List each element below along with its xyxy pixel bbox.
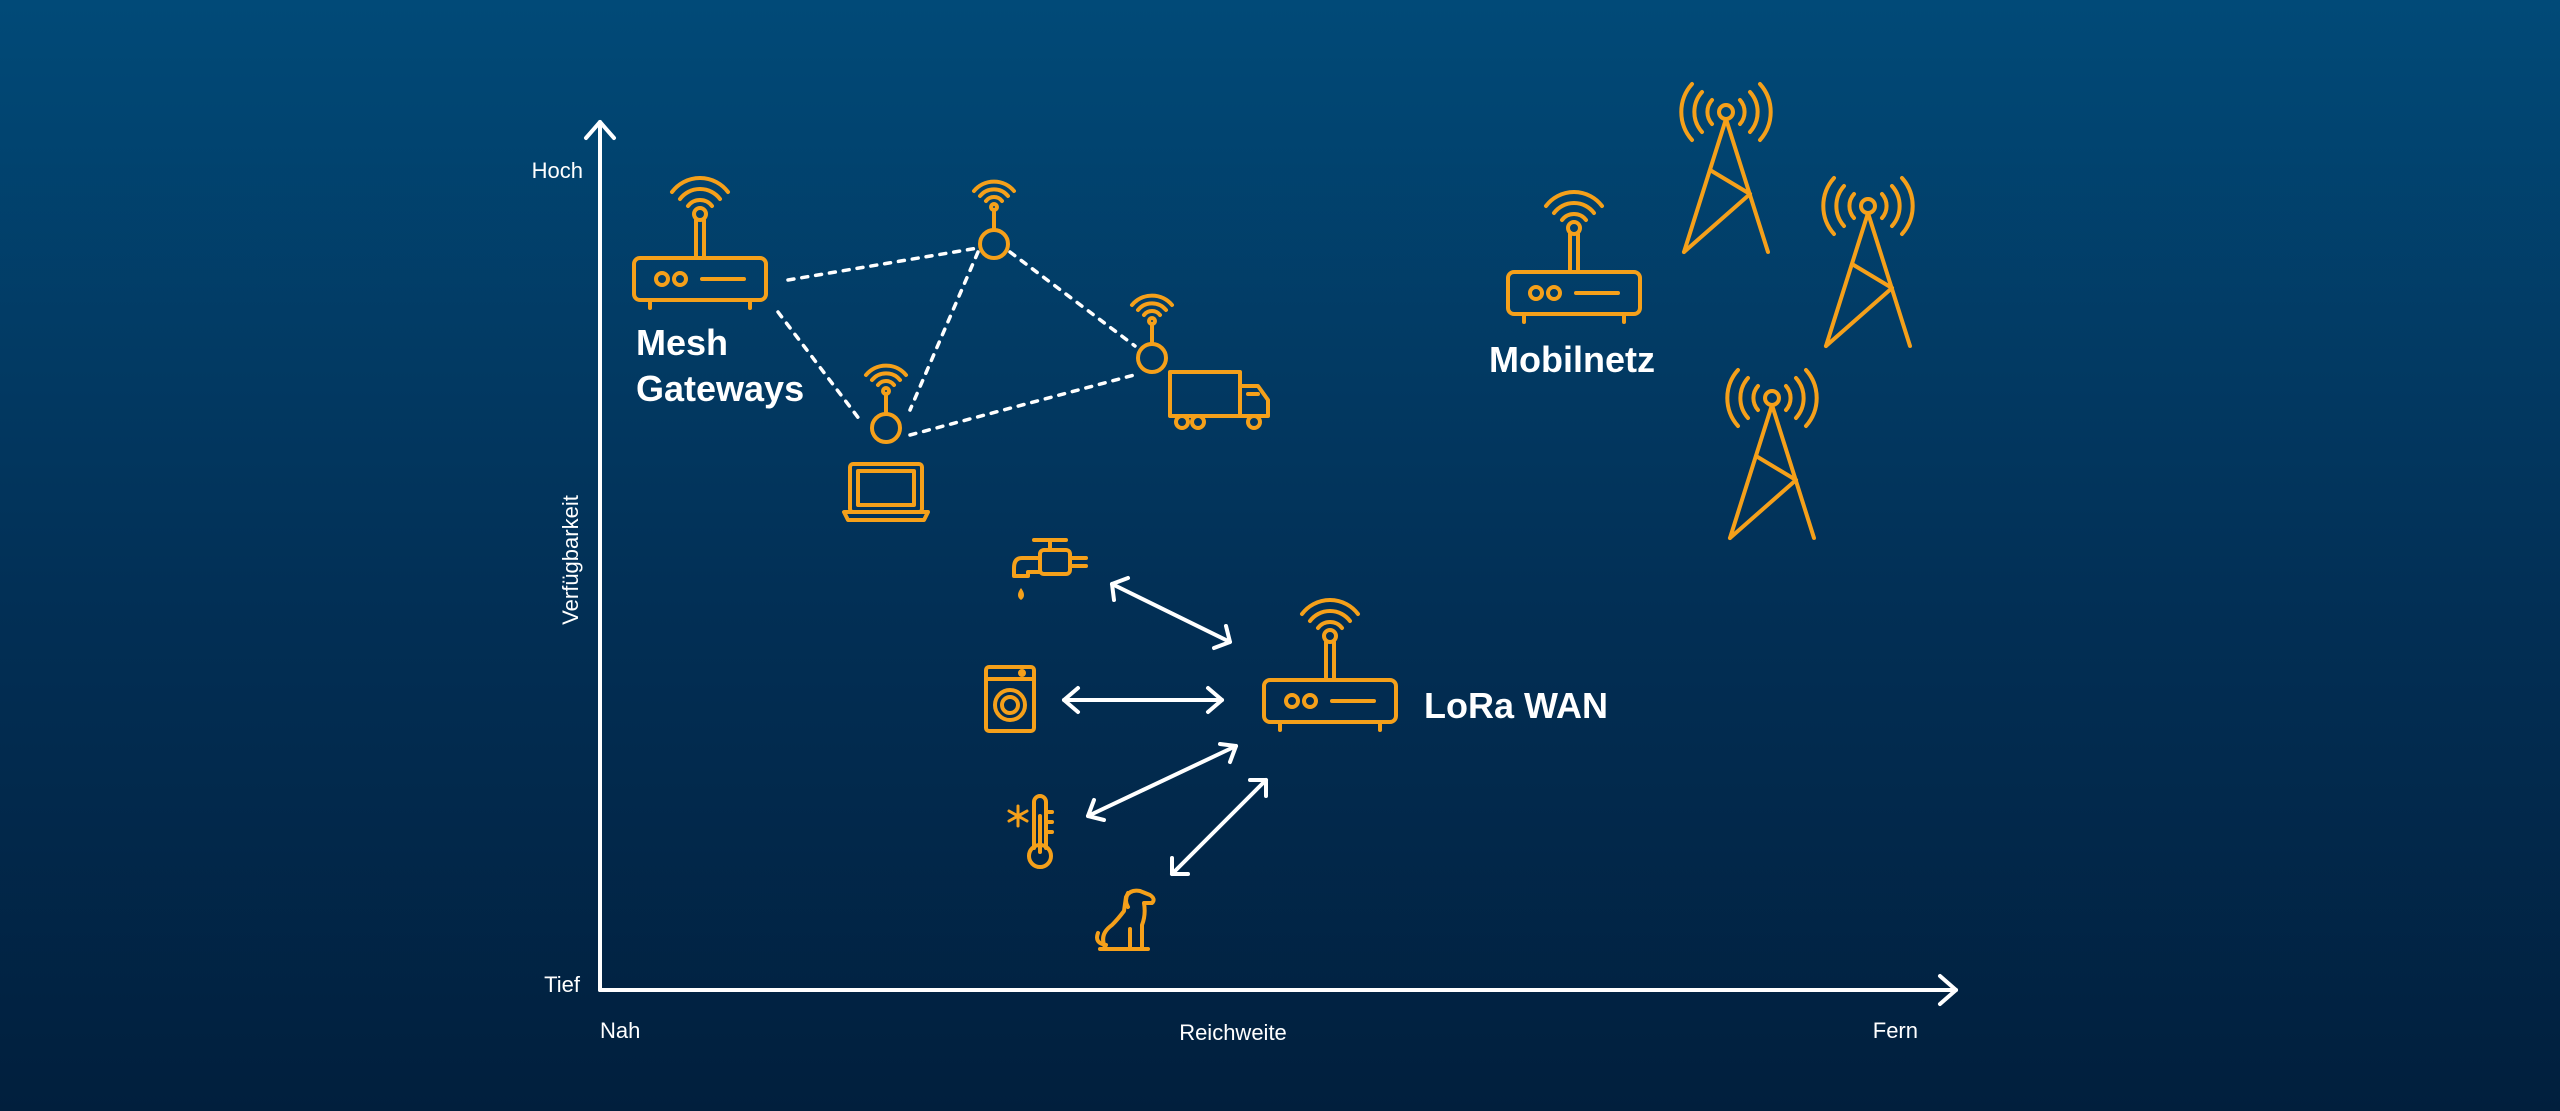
cell-tower-icon (1679, 82, 1773, 254)
lora-label: LoRa WAN (1424, 685, 1608, 726)
thermometer-icon (1027, 794, 1054, 869)
y-axis-title: Verfügbarkeit (558, 495, 583, 625)
mesh-node-icon (972, 179, 1016, 260)
arrow-tap-lora (1110, 576, 1232, 650)
y-axis-low-label: Tief (544, 972, 581, 997)
cell-tower-icon (1725, 368, 1819, 540)
mesh-label-line1: Mesh (636, 322, 728, 363)
x-axis-near-label: Nah (600, 1018, 640, 1043)
mesh-node-icon (864, 363, 908, 444)
mobile-router-icon (1506, 190, 1642, 324)
mesh-label-line2: Gateways (636, 368, 804, 409)
arrow-washer-lora (1062, 686, 1224, 714)
truck-icon (1168, 370, 1270, 430)
laptop-icon (842, 462, 930, 522)
mobile-label: Mobilnetz (1489, 339, 1655, 380)
x-axis (598, 974, 1958, 1006)
water-tap-icon (1012, 538, 1088, 600)
mesh-node-icon (1130, 293, 1174, 374)
arrow-thermometer-lora (1086, 742, 1238, 822)
washing-machine-icon (984, 665, 1036, 733)
arrow-dog-lora (1170, 778, 1268, 876)
y-axis-high-label: Hoch (532, 158, 583, 183)
snowflake-icon (1007, 804, 1029, 828)
cell-tower-icon (1821, 176, 1915, 348)
dog-icon (1095, 888, 1156, 951)
x-axis-far-label: Fern (1873, 1018, 1918, 1043)
x-axis-title: Reichweite (1179, 1020, 1287, 1045)
mesh-gateway-router-icon (632, 176, 768, 310)
y-axis (584, 120, 616, 992)
lora-gateway-router-icon (1262, 598, 1398, 732)
mesh-links (776, 246, 1140, 437)
